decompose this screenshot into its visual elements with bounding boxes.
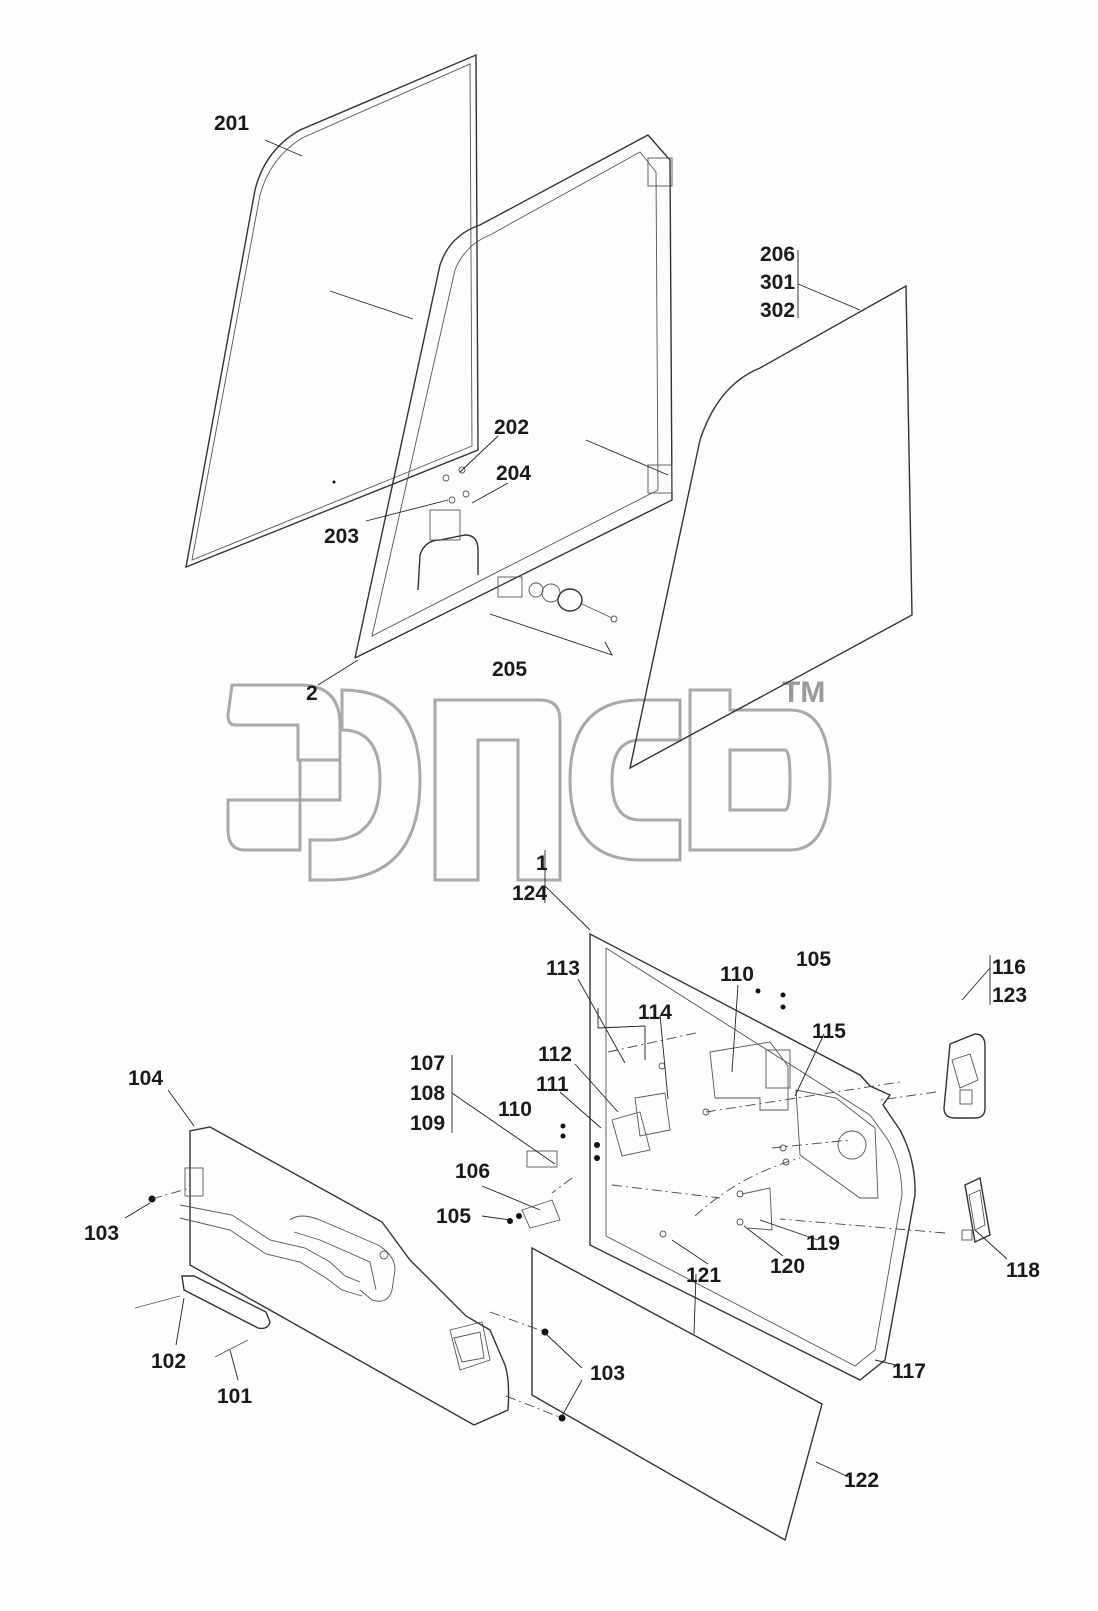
callout-122: 122: [844, 1469, 879, 1492]
door-frame-2: [354, 134, 673, 659]
callout-101: 101: [217, 1385, 252, 1408]
callout-102: 102: [151, 1350, 186, 1373]
callout-201: 201: [214, 112, 249, 135]
callout-105-upper: 105: [796, 948, 831, 971]
callout-103-left: 103: [84, 1222, 119, 1245]
callout-116: 116: [992, 956, 1026, 979]
panel-122: [531, 1246, 823, 1542]
window-glass-201: [185, 53, 479, 569]
callout-119: 119: [806, 1232, 840, 1255]
callout-205: 205: [492, 658, 527, 681]
callout-113: 113: [546, 957, 580, 980]
callout-202: 202: [494, 416, 529, 439]
callout-labels: 201 202 204 203 205 2 206 301 302 1 124 …: [84, 112, 1040, 1492]
callout-120: 120: [770, 1255, 805, 1278]
callout-2: 2: [306, 682, 318, 705]
trim-panel-104: [134, 1126, 510, 1426]
callout-301: 301: [760, 271, 795, 294]
lower-door-frame-117: [589, 932, 916, 1381]
lock-118: [961, 1176, 991, 1244]
callout-117: 117: [892, 1360, 926, 1383]
callout-108: 108: [410, 1082, 445, 1105]
callout-118: 118: [1006, 1259, 1040, 1282]
callout-114: 114: [638, 1001, 672, 1024]
hardware: [148, 988, 790, 1422]
side-panel-206: [628, 284, 913, 770]
handle-116: [943, 1033, 986, 1119]
callout-106: 106: [455, 1160, 490, 1183]
callout-121: 121: [686, 1264, 721, 1287]
callout-302: 302: [760, 299, 795, 322]
callout-123: 123: [992, 984, 1027, 1007]
watermark-logo: TM: [226, 676, 832, 882]
callout-124: 124: [512, 882, 547, 905]
callout-103-right: 103: [590, 1362, 625, 1385]
callout-112: 112: [538, 1043, 572, 1066]
callout-110-lower: 110: [498, 1098, 532, 1121]
callout-105-lower: 105: [436, 1205, 471, 1228]
callout-206: 206: [760, 243, 795, 266]
callout-109: 109: [410, 1112, 445, 1135]
callout-204: 204: [496, 462, 531, 485]
callout-115: 115: [812, 1020, 846, 1043]
callout-203: 203: [324, 525, 359, 548]
callout-110-upper: 110: [720, 963, 754, 986]
callout-111: 111: [536, 1073, 569, 1096]
callout-107: 107: [410, 1052, 445, 1075]
trademark-label: TM: [782, 676, 825, 709]
callout-104: 104: [128, 1067, 163, 1090]
leader-lines: [124, 139, 1008, 1479]
assembly-lines: [151, 1031, 946, 1419]
callout-1: 1: [536, 852, 548, 875]
